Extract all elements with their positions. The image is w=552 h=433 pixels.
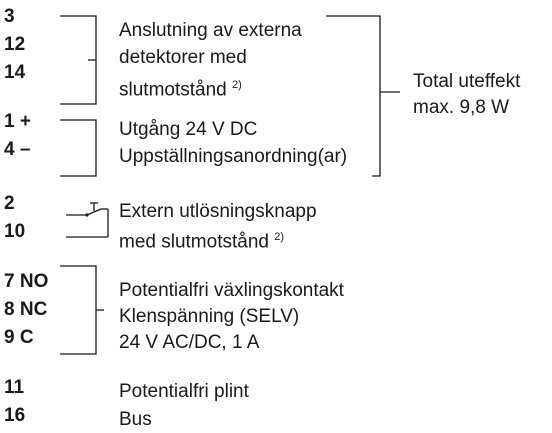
button-footnote: 2) xyxy=(274,231,285,243)
relay-line-3: 24 V AC/DC, 1 A xyxy=(119,332,260,353)
push-button-symbol xyxy=(66,202,109,238)
detectors-footnote: 2) xyxy=(232,79,242,91)
terminal-12: 12 xyxy=(4,34,26,55)
relay-line-2: Klenspänning (SELV) xyxy=(119,306,300,327)
terminal-2: 2 xyxy=(4,193,15,214)
terminal-11: 11 xyxy=(4,377,25,398)
detectors-line-2: detektorer med xyxy=(119,47,247,68)
bus-label: Bus xyxy=(119,409,152,430)
terminal-3: 3 xyxy=(4,6,15,27)
output-bracket xyxy=(60,119,97,177)
terminal-8: 8 NC xyxy=(4,299,48,320)
terminal-4: 4 – xyxy=(4,139,31,160)
detectors-line-1: Anslutning av externa xyxy=(119,20,302,41)
button-line-2: med slutmotstånd 2) xyxy=(119,231,285,253)
button-line-1: Extern utlösningsknapp xyxy=(119,201,317,222)
relay-line-1: Potentialfri växlingskontakt xyxy=(119,280,344,301)
total-bracket xyxy=(326,15,381,177)
terminal-16: 16 xyxy=(4,405,26,426)
terminal-14: 14 xyxy=(4,62,26,83)
terminal-7: 7 NO xyxy=(4,271,49,292)
total-line-2: max. 9,8 W xyxy=(413,97,510,118)
detectors-line-3: slutmotstånd 2) xyxy=(119,79,242,101)
relay-bracket xyxy=(60,265,97,355)
terminal-9: 9 C xyxy=(4,327,34,348)
output-line-2: Uppställningsanordning(ar) xyxy=(119,146,348,167)
plint-label: Potentialfri plint xyxy=(119,381,249,402)
output-line-1: Utgång 24 V DC xyxy=(119,119,258,140)
total-line-1: Total uteffekt xyxy=(413,71,521,92)
terminal-10: 10 xyxy=(4,221,26,242)
terminal-1: 1 + xyxy=(4,111,31,132)
